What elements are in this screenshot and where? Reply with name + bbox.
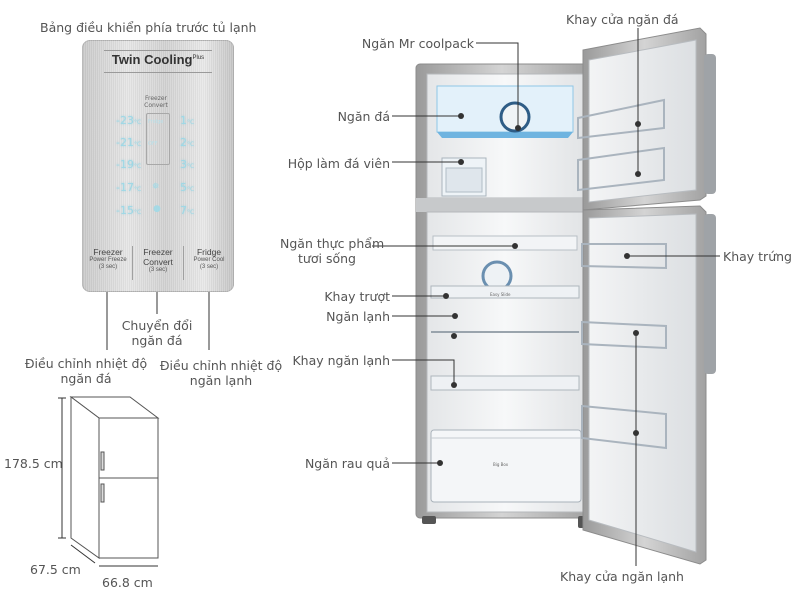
veg-tag: Big Box xyxy=(493,462,509,467)
button-separator-1 xyxy=(132,246,133,280)
label-veg: Ngăn rau quả xyxy=(304,456,390,471)
callout-convert: Chuyển đổi ngăn đá xyxy=(121,318,193,348)
fridge-temp-2: 2°C xyxy=(180,136,195,149)
freezer-temp-2: -21°C xyxy=(116,136,142,149)
label-ice-box: Hộp làm đá viên xyxy=(287,156,390,171)
label-fridge-door-tray: Khay cửa ngăn lạnh xyxy=(560,569,684,584)
dim-height: 178.5 cm xyxy=(4,456,63,471)
fridge-temp-1: 1°C xyxy=(180,114,195,127)
control-panel: Twin CoolingPlus -23°C -21°C -19°C -17°C… xyxy=(82,40,234,292)
panel-title: Bảng điều khiển phía trước tủ lạnh xyxy=(40,20,257,35)
panel-callout-lines xyxy=(106,292,210,350)
freezer-convert-button[interactable]: Freezer Convert (3 sec) xyxy=(143,247,173,273)
dim-depth: 67.5 cm xyxy=(30,562,81,577)
callout-fridge-temp: Điều chỉnh nhiệt độ ngăn lạnh xyxy=(159,358,283,388)
fridge-illustration xyxy=(415,27,716,565)
label-fresh-food: Ngăn thực phẩm tươi sống xyxy=(280,236,385,266)
dimension-drawing xyxy=(58,396,160,567)
brand-suffix: Plus xyxy=(192,55,205,61)
convert-title: Freezer Convert xyxy=(144,95,168,109)
label-freezer: Ngăn đá xyxy=(337,109,390,124)
cooling-icon: ❅ xyxy=(152,182,160,192)
callout-dots xyxy=(437,113,641,466)
convert-box xyxy=(146,113,170,165)
freezer-temp-3: -19°C xyxy=(116,158,142,171)
callout-freezer-temp: Điều chỉnh nhiệt độ ngăn đá xyxy=(24,356,148,386)
label-egg-tray: Khay trứng xyxy=(723,249,792,264)
brand-divider-bottom xyxy=(104,72,212,73)
fridge-temp-4: 5°C xyxy=(180,181,195,194)
fridge-temp-5: 7°C xyxy=(180,204,195,217)
freezer-temp-5: -15°C xyxy=(116,204,142,217)
brand-divider-top xyxy=(104,50,212,51)
freezer-power-freeze-button[interactable]: Freezer Power Freeze (3 sec) xyxy=(89,247,127,270)
fridge-right-callout-lines xyxy=(627,28,720,566)
panel-texture xyxy=(82,40,234,292)
label-fridge-tray: Khay ngăn lạnh xyxy=(292,353,390,368)
freezer-temp-1: -23°C xyxy=(116,114,142,127)
freezer-temp-4: -17°C xyxy=(116,181,142,194)
fridge-temp-3: 3°C xyxy=(180,158,195,171)
button-separator-2 xyxy=(183,246,184,280)
brand-name: Twin Cooling xyxy=(111,52,193,67)
label-freezer-door-tray: Khay cửa ngăn đá xyxy=(566,12,679,27)
water-drop-icon: ● xyxy=(153,204,161,214)
fridge-power-cool-button[interactable]: Fridge Power Cool (3 sec) xyxy=(193,247,225,270)
label-fridge: Ngăn lạnh xyxy=(326,309,390,324)
label-coolpack: Ngăn Mr coolpack xyxy=(361,36,474,51)
convert-item-off: OFF xyxy=(148,141,158,147)
fridge-left-callout-lines xyxy=(372,42,519,464)
brand-logo: Twin CoolingPlus xyxy=(92,52,224,67)
convert-item-fridge: Fridge xyxy=(148,119,164,125)
slide-tag: Easy Slide xyxy=(490,292,511,297)
label-slide-tray: Khay trượt xyxy=(324,289,390,304)
dim-width: 66.8 cm xyxy=(102,575,153,590)
